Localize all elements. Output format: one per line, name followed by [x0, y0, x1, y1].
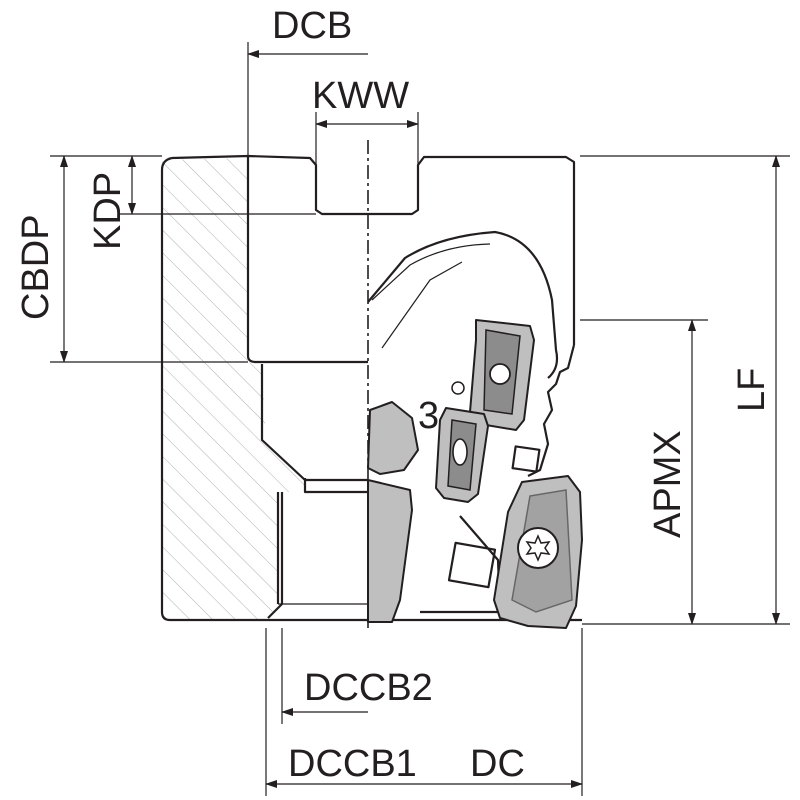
dim-kdp: KDP — [87, 155, 316, 250]
square-pocket-2 — [447, 541, 497, 589]
kdp-label: KDP — [87, 172, 129, 250]
lower-insert-seat — [420, 515, 502, 614]
insert-number-label: 3 — [418, 395, 439, 437]
apmx-label: APMX — [647, 430, 689, 538]
insert-top-screw — [489, 363, 511, 385]
dim-cbdp: CBDP — [15, 155, 248, 363]
bore-contour — [246, 156, 368, 364]
body-left-wall — [160, 156, 368, 622]
hatched-section — [162, 158, 305, 620]
section-view — [160, 154, 576, 622]
lf-label: LF — [731, 368, 773, 412]
inserts: 3 — [367, 319, 583, 629]
dcb-label: DCB — [272, 5, 352, 47]
dim-apmx: APMX — [580, 319, 708, 625]
dim-dccb2: DCCB2 — [281, 628, 433, 724]
clamp-hole — [451, 381, 465, 395]
torx-recess — [525, 534, 551, 562]
body-left-outline — [171, 154, 576, 345]
insert-middle-screw — [452, 438, 468, 466]
dim-kww: KWW — [312, 75, 419, 165]
chip-pocket-upper — [367, 230, 559, 379]
dccb2-label: DCCB2 — [304, 667, 433, 709]
square-pocket-1 — [511, 445, 541, 473]
dim-dcb: DCB — [247, 5, 368, 156]
insert-left-chip — [367, 401, 419, 475]
dc-label: DC — [470, 743, 525, 785]
bore-lower — [267, 478, 368, 619]
bore-step — [260, 364, 368, 482]
pocket-edge-right — [527, 344, 576, 477]
dim-lf: LF — [580, 155, 790, 625]
dim-dccb1: DCCB1 — [265, 628, 417, 796]
kww-label: KWW — [312, 75, 409, 117]
dim-dc: DC — [368, 628, 583, 796]
cbdp-label: CBDP — [15, 214, 57, 320]
chip-pocket-inner — [371, 243, 491, 349]
dccb1-label: DCCB1 — [288, 743, 417, 785]
insert-left-edge — [367, 479, 413, 623]
